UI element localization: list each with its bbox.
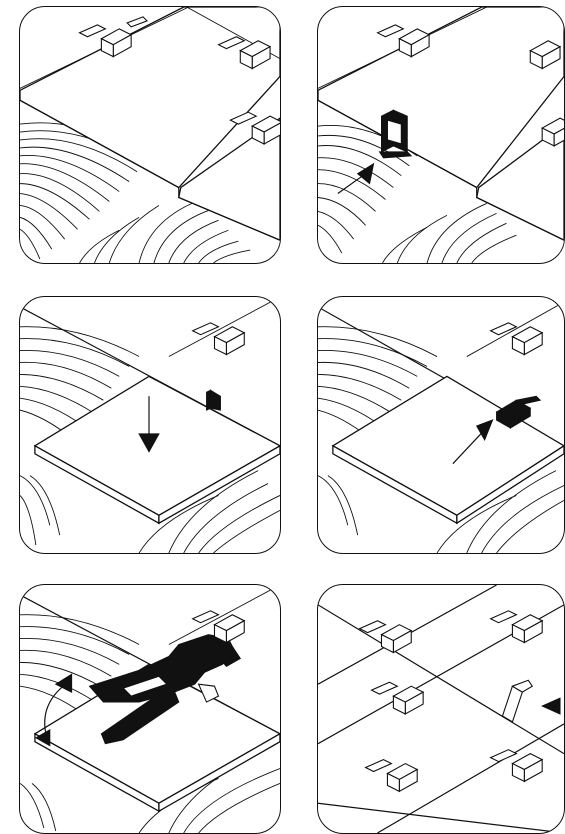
- step-4-panel: [317, 296, 565, 554]
- leveling-clip: [491, 750, 543, 782]
- step-1-illustration: [20, 7, 280, 263]
- leveling-clip: [366, 760, 418, 792]
- leveling-clip-removed: [503, 680, 533, 722]
- rotate-arrow: [56, 674, 72, 692]
- leveling-clip: [542, 118, 564, 146]
- step-5-panel: [19, 584, 281, 834]
- step-2-illustration: [318, 7, 564, 263]
- step-6-panel: [317, 584, 565, 834]
- step-2-panel: [317, 6, 565, 264]
- step-6-illustration: [318, 585, 564, 833]
- step-1-panel: [19, 6, 281, 264]
- leveling-clip: [193, 323, 245, 355]
- step-3-panel: [19, 296, 281, 554]
- direction-arrow: [542, 698, 560, 714]
- leveling-clip: [360, 621, 412, 653]
- clip-base-black: [380, 110, 412, 158]
- leveling-clip: [491, 611, 543, 643]
- step-4-illustration: [318, 297, 564, 553]
- step-5-illustration: [20, 585, 280, 833]
- step-3-illustration: [20, 297, 280, 553]
- wedge-black: [497, 396, 541, 428]
- leveling-clip: [230, 112, 280, 144]
- new-tile: [35, 376, 280, 515]
- clip-base-black: [207, 390, 221, 410]
